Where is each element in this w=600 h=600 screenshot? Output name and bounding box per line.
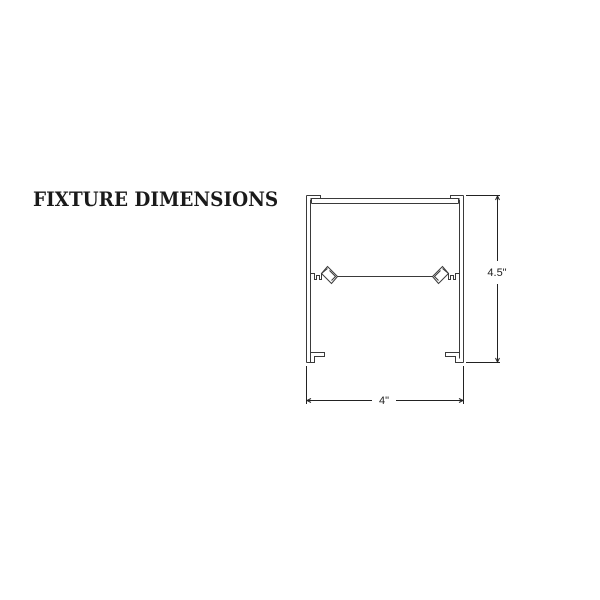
- width-dimension: [305, 366, 465, 404]
- height-arrow-bottom: [495, 357, 500, 364]
- height-dimension: [466, 194, 500, 364]
- left-clip-diamond-inner: [329, 270, 337, 281]
- top-left-lip: [306, 195, 321, 199]
- right-clip-notch: [442, 268, 460, 280]
- left-clip-notch: [310, 268, 328, 280]
- width-arrow-left: [305, 398, 312, 403]
- fixture-profile: [306, 195, 464, 363]
- left-clip-diamond: [320, 265, 339, 285]
- width-arrow-right: [458, 398, 465, 403]
- right-clip-diamond: [431, 265, 450, 285]
- width-label: 4": [379, 395, 389, 407]
- bottom-left-foot: [306, 352, 325, 363]
- height-arrow-top: [495, 194, 500, 201]
- bottom-right-foot: [445, 352, 464, 363]
- page-title: FIXTURE DIMENSIONS: [33, 187, 279, 211]
- right-clip-diamond-inner: [433, 270, 441, 281]
- top-right-lip: [450, 195, 464, 199]
- height-label: 4.5": [487, 267, 506, 279]
